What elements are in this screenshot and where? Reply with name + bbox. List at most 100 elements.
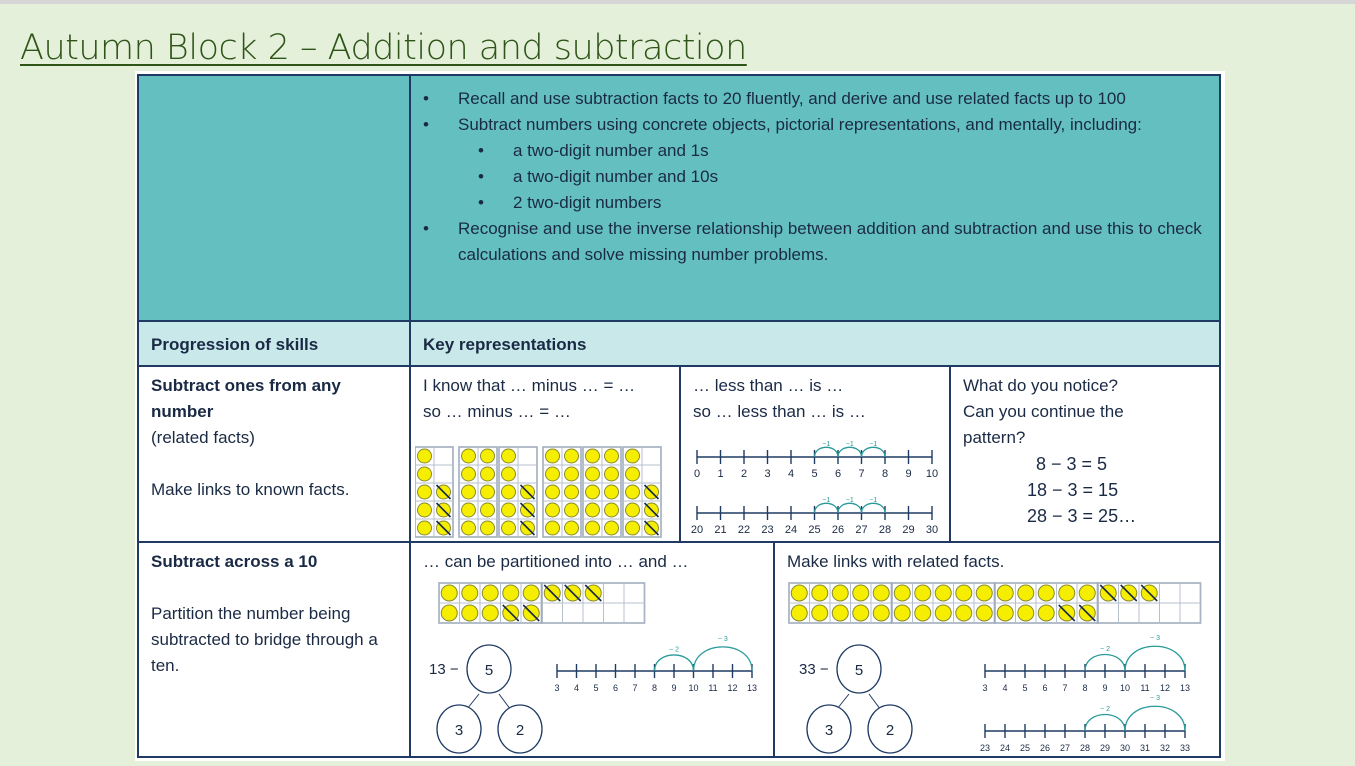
whole-circle xyxy=(466,644,512,694)
counter xyxy=(545,520,560,536)
counter xyxy=(501,502,516,518)
jump-label: −1 xyxy=(822,497,830,504)
counter xyxy=(934,604,952,622)
counter xyxy=(1078,584,1096,602)
tick-label: 31 xyxy=(1140,743,1150,753)
tick-label: 29 xyxy=(1100,743,1110,753)
tick-label: 21 xyxy=(714,524,726,536)
tick-label: 27 xyxy=(855,524,867,536)
frame-cell xyxy=(1179,602,1201,624)
cross-out-line xyxy=(435,520,452,536)
skill-sub: (related facts) xyxy=(151,428,255,447)
counter xyxy=(440,604,458,622)
tick-label: 9 xyxy=(1102,683,1107,693)
tick-label: 6 xyxy=(613,683,618,693)
equation: 8 − 3 = 5 xyxy=(1036,454,1108,474)
tick-label: 33 xyxy=(1180,743,1190,753)
cross-out-line xyxy=(564,584,582,602)
counter xyxy=(501,448,516,464)
counter xyxy=(996,584,1014,602)
counter xyxy=(585,448,600,464)
tick-label: 12 xyxy=(727,683,737,693)
counter xyxy=(501,484,516,500)
tick-label: 28 xyxy=(879,524,891,536)
stem-line: … less than … is … xyxy=(693,376,844,395)
counter xyxy=(480,466,495,482)
tick-label: 29 xyxy=(902,524,914,536)
counter xyxy=(1017,584,1035,602)
tick-label: 12 xyxy=(1160,683,1170,693)
jump-label: − 3 xyxy=(718,636,728,643)
tick-label: 4 xyxy=(1002,683,1007,693)
cross-out-line xyxy=(435,484,452,500)
tick-label: 27 xyxy=(1060,743,1070,753)
counter xyxy=(564,448,579,464)
cross-out-line xyxy=(1140,584,1158,602)
tick-label: 28 xyxy=(1080,743,1090,753)
cross-out-line xyxy=(1120,584,1138,602)
counter xyxy=(975,604,993,622)
cross-out-line xyxy=(519,520,536,536)
counter xyxy=(996,604,1014,622)
jump-arc xyxy=(837,502,863,514)
cross-out-line xyxy=(1058,604,1076,622)
frame-cell xyxy=(601,518,622,538)
part-circle xyxy=(806,704,852,754)
tick-label: 1 xyxy=(717,468,723,480)
frame-cell xyxy=(641,518,662,538)
tick-label: 24 xyxy=(1000,743,1010,753)
skill-title: Subtract ones from any number xyxy=(151,376,341,421)
counter xyxy=(585,466,600,482)
objective-item: Subtract numbers using concrete objects,… xyxy=(423,112,1207,138)
tick-label: 5 xyxy=(1022,683,1027,693)
tick-label: 10 xyxy=(688,683,698,693)
jump-arc xyxy=(813,446,839,458)
cross-out-line xyxy=(584,584,602,602)
counter xyxy=(625,484,640,500)
counter xyxy=(522,584,540,602)
counter xyxy=(955,584,973,602)
skill-subtract-ones: Subtract ones from any number (related f… xyxy=(137,365,411,543)
counter xyxy=(604,448,619,464)
counter xyxy=(1037,604,1055,622)
counter xyxy=(934,584,952,602)
tick-label: 7 xyxy=(1062,683,1067,693)
jump-label: −1 xyxy=(822,441,830,448)
counter xyxy=(852,584,870,602)
counter xyxy=(604,484,619,500)
whole-value: 5 xyxy=(485,662,493,679)
top-border xyxy=(0,0,1355,4)
cross-out-line xyxy=(435,502,452,518)
jump-label: − 3 xyxy=(1150,695,1160,702)
counter xyxy=(872,584,890,602)
tick-label: 7 xyxy=(858,468,864,480)
tick-label: 5 xyxy=(593,683,598,693)
cross-out-line xyxy=(502,604,520,622)
tick-label: 10 xyxy=(1120,683,1130,693)
tick-label: 23 xyxy=(980,743,990,753)
counter xyxy=(1037,584,1055,602)
jump-label: −1 xyxy=(846,441,854,448)
counter xyxy=(811,604,829,622)
cross-out-line xyxy=(522,604,540,622)
whole-circle xyxy=(836,644,882,694)
jump-arc xyxy=(692,646,753,672)
counter xyxy=(545,466,560,482)
stem-line: I know that … minus … = … xyxy=(423,376,636,395)
skill-subtract-across-10: Subtract across a 10 Partition the numbe… xyxy=(137,541,411,758)
header-progression: Progression of skills xyxy=(137,320,411,367)
stem-line: … can be partitioned into … and … xyxy=(423,552,689,571)
tick-label: 20 xyxy=(691,524,703,536)
jump-label: −1 xyxy=(869,441,877,448)
header-representations: Key representations xyxy=(409,320,1221,367)
skill-title: Subtract across a 10 xyxy=(151,552,318,571)
counter xyxy=(480,448,495,464)
tick-label: 2 xyxy=(741,468,747,480)
counter xyxy=(440,584,458,602)
counter xyxy=(480,484,495,500)
counter xyxy=(461,604,479,622)
objective-item: a two-digit number and 10s xyxy=(423,164,1207,190)
jump-arc xyxy=(653,654,695,672)
